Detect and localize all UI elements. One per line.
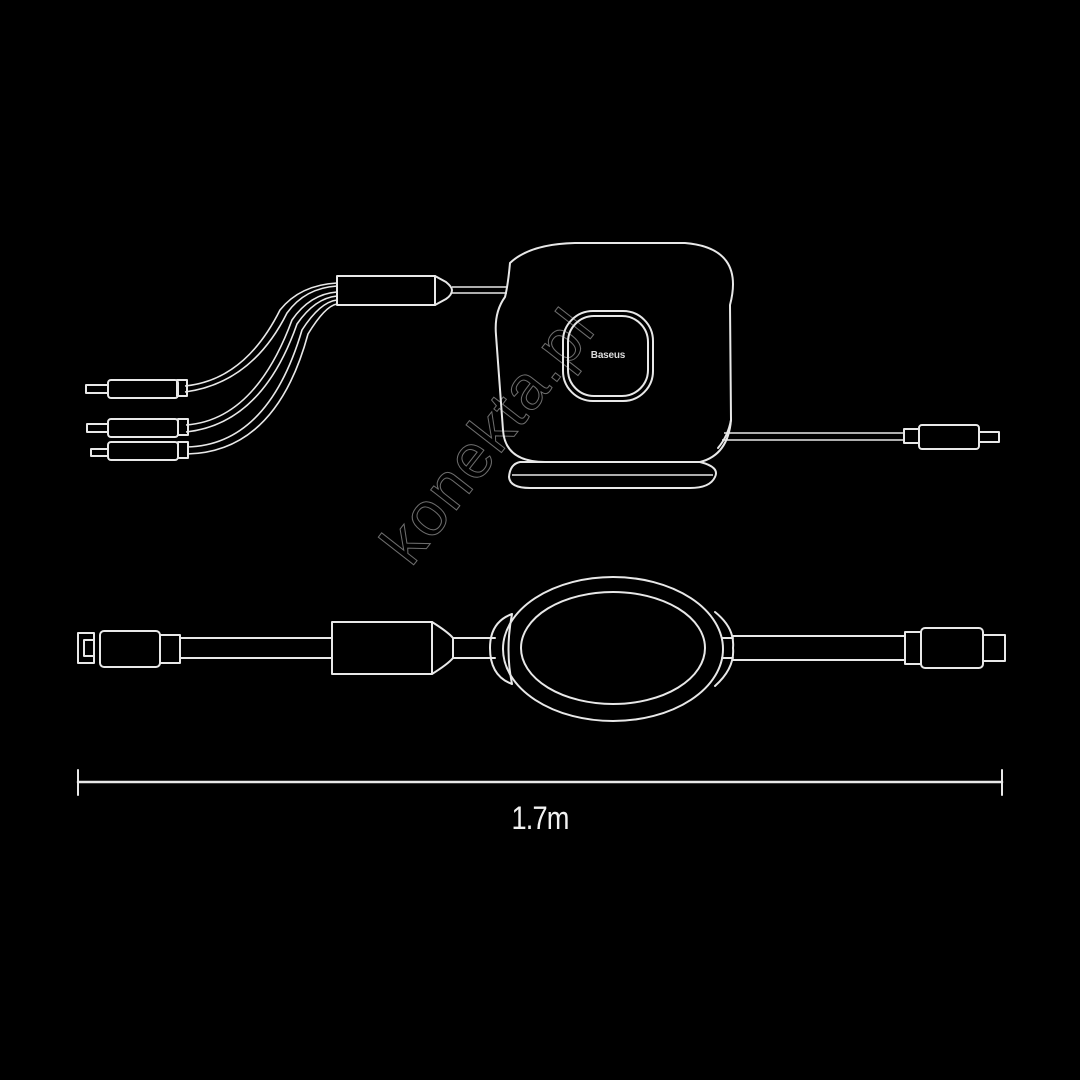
brand-logo: Baseus xyxy=(590,350,626,361)
cable-extended-bottom xyxy=(77,576,1006,722)
reel-unit-top xyxy=(85,242,1000,489)
dimension-line xyxy=(76,769,1004,796)
dimension-label: 1.7m xyxy=(511,800,569,836)
